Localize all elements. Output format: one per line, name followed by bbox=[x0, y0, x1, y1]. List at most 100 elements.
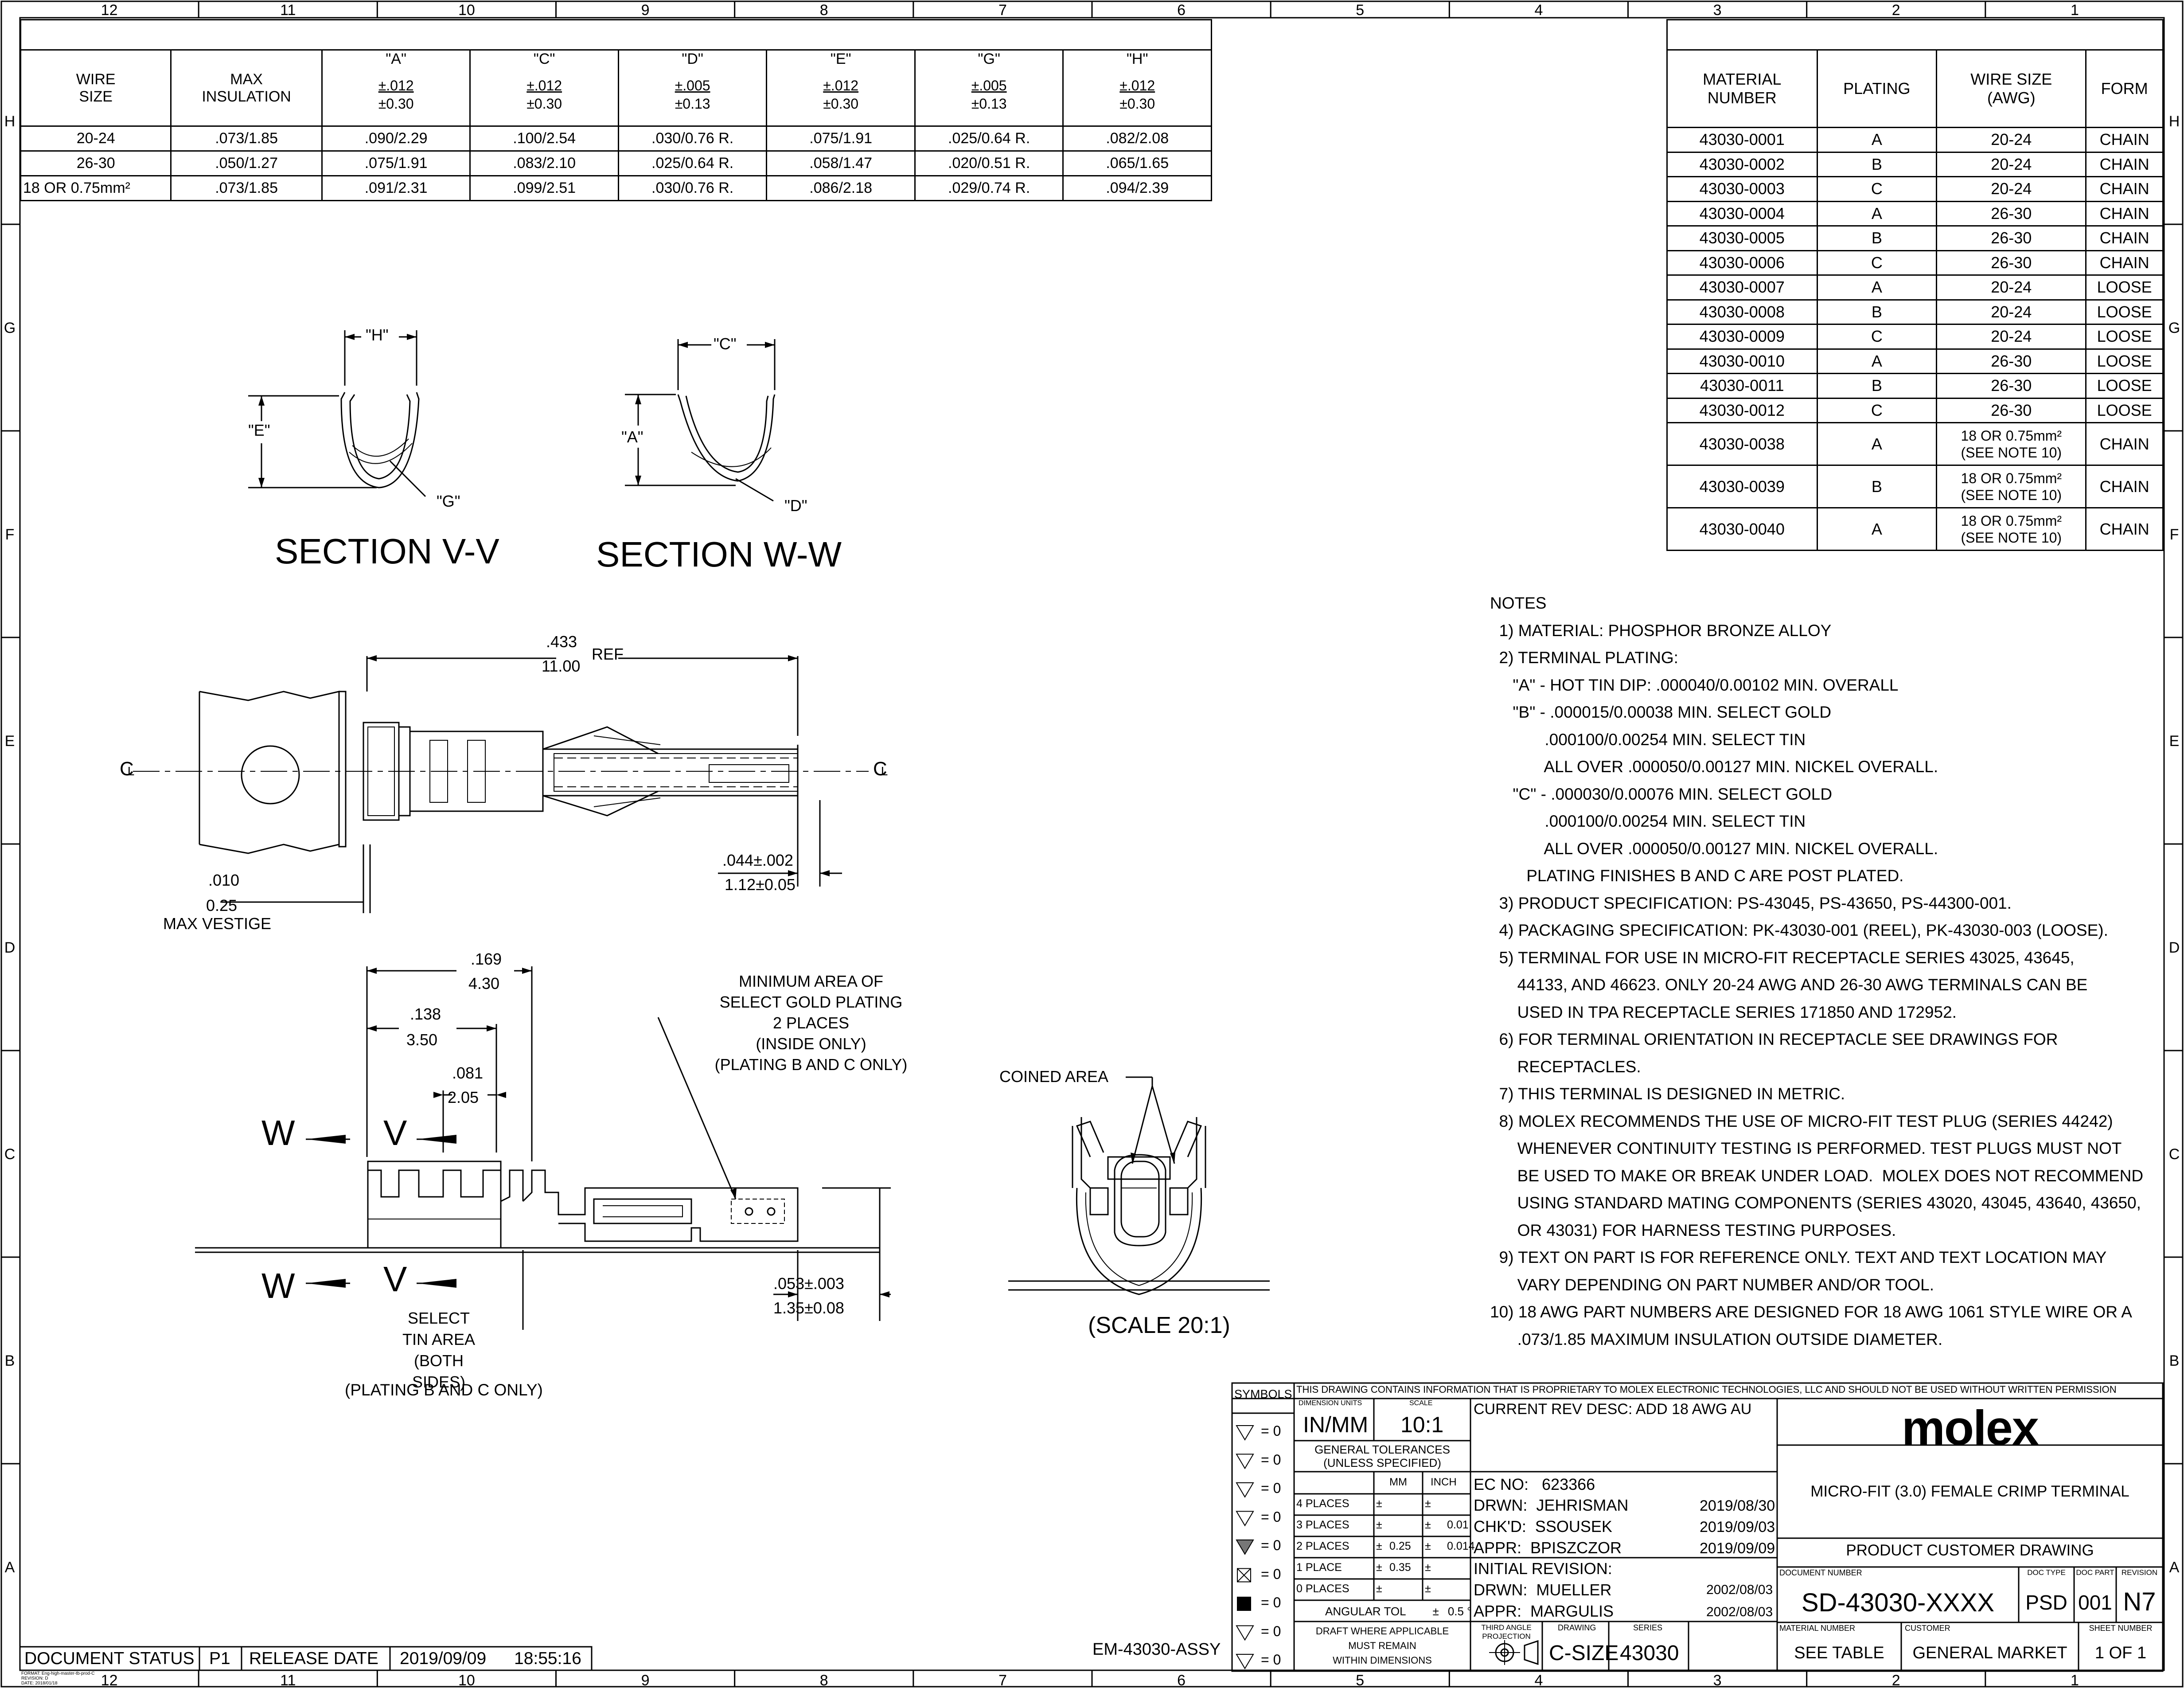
part-table-cell: 43030-0040 bbox=[1666, 507, 1818, 551]
part-table-cell: 26-30 bbox=[1936, 200, 2087, 227]
section-ww-drawing bbox=[625, 339, 776, 502]
part-table-cell: 43030-0001 bbox=[1666, 127, 1818, 153]
appr-date: 2019/09/09 bbox=[1700, 1540, 1775, 1557]
material-label: MATERIAL NUMBER bbox=[1779, 1624, 1856, 1633]
dim-430: 4.30 bbox=[468, 974, 500, 992]
border-row-label: H bbox=[4, 113, 16, 130]
centerline-right: CL bbox=[873, 758, 888, 780]
note-line: BE USED TO MAKE OR BREAK UNDER LOAD. MOL… bbox=[1490, 1166, 2144, 1185]
tolerance-symbol-icon bbox=[1236, 1540, 1254, 1555]
initial-appr-date: 2002/08/03 bbox=[1706, 1605, 1773, 1619]
symbol-value: = 0 bbox=[1261, 1537, 1281, 1553]
ec-no: EC NO: 623366 bbox=[1474, 1475, 1595, 1493]
part-table-cell: 43030-0006 bbox=[1666, 250, 1818, 276]
border-col-label: 8 bbox=[820, 1672, 828, 1688]
series: 43030 bbox=[1620, 1641, 1679, 1665]
part-table-cell: 26-30 bbox=[1936, 373, 2087, 399]
dim-044: .044±.002 bbox=[722, 851, 793, 869]
terminal-top-view bbox=[133, 656, 869, 913]
border-col-label: 3 bbox=[1713, 2, 1722, 19]
dim-units: IN/MM bbox=[1303, 1412, 1369, 1437]
border-col-label: 5 bbox=[1356, 2, 1364, 19]
inch-header: INCH bbox=[1431, 1476, 1457, 1488]
border-row-label: A bbox=[2169, 1559, 2180, 1576]
part-table-cell: B bbox=[1816, 225, 1938, 251]
sheet-label: SHEET NUMBER bbox=[2089, 1624, 2153, 1633]
tolerance-cell: ± bbox=[1425, 1582, 1431, 1595]
part-table-cell: CHAIN bbox=[2085, 127, 2164, 153]
note-line: 5) TERMINAL FOR USE IN MICRO-FIT RECEPTA… bbox=[1490, 948, 2075, 967]
border-col-label: 6 bbox=[1177, 1672, 1186, 1688]
dim-053: .053±.003 bbox=[773, 1274, 844, 1293]
plating-bc-note: (PLATING B AND C ONLY) bbox=[345, 1381, 543, 1399]
title-block-lines bbox=[19, 1382, 2164, 1672]
part-table-cell: 43030-0005 bbox=[1666, 225, 1818, 251]
symbol-value: = 0 bbox=[1261, 1480, 1281, 1496]
part-table-cell: 43030-0003 bbox=[1666, 176, 1818, 202]
dim-table-cell: .073/1.85 bbox=[170, 125, 323, 152]
dim-table-cell: .058/1.47 bbox=[766, 150, 916, 176]
border-col-label: 5 bbox=[1356, 1672, 1364, 1688]
symbol-value: = 0 bbox=[1261, 1623, 1281, 1639]
note-line: PLATING FINISHES B AND C ARE POST PLATED… bbox=[1490, 867, 1904, 885]
part-table-cell: A bbox=[1816, 348, 1938, 374]
symbol-value: = 0 bbox=[1261, 1508, 1281, 1525]
symbol-value: = 0 bbox=[1261, 1451, 1281, 1468]
doc-kind: PRODUCT CUSTOMER DRAWING bbox=[1846, 1542, 2094, 1559]
symbol-value: = 0 bbox=[1261, 1652, 1281, 1668]
part-table-cell: A bbox=[1816, 422, 1938, 466]
dim-table-cell: .025/0.64 R. bbox=[914, 125, 1064, 152]
label-e: "E" bbox=[248, 421, 270, 439]
doc-num: SD-43030-XXXX bbox=[1801, 1588, 1995, 1617]
label-a: "A" bbox=[621, 428, 644, 446]
part-table-cell: 43030-0007 bbox=[1666, 274, 1818, 301]
tolerance-cell: 2 PLACES bbox=[1296, 1540, 1349, 1552]
revision: N7 bbox=[2123, 1587, 2156, 1616]
dim-table-cell: .029/0.74 R. bbox=[914, 175, 1064, 201]
tolerance-cell: ± bbox=[1376, 1519, 1382, 1531]
coined-scale-label: (SCALE 20:1) bbox=[1088, 1313, 1230, 1338]
border-row-label: D bbox=[4, 939, 16, 956]
border-row-label: B bbox=[5, 1352, 15, 1369]
tolerance-cell: 0.25 bbox=[1389, 1540, 1411, 1552]
part-table-cell: CHAIN bbox=[2085, 422, 2164, 466]
series-label: SERIES bbox=[1633, 1623, 1663, 1632]
tolerance-symbol-icon bbox=[1236, 1425, 1254, 1441]
part-table-header: FORM bbox=[2085, 49, 2164, 128]
part-table-cell: 43030-0038 bbox=[1666, 422, 1818, 466]
border-col-label: 12 bbox=[101, 1672, 118, 1688]
dim-ref: REF bbox=[592, 645, 624, 663]
tolerance-symbol-icon bbox=[1236, 1482, 1254, 1498]
terminal-side-view bbox=[195, 966, 891, 1330]
tolerance-cell: 0.014 bbox=[1447, 1540, 1475, 1552]
part-table-cell: B bbox=[1816, 299, 1938, 325]
drawing-size-label: DRAWING bbox=[1558, 1623, 1596, 1632]
symbol-value: = 0 bbox=[1261, 1566, 1281, 1582]
label-d: "D" bbox=[784, 496, 807, 515]
border-col-label: 10 bbox=[458, 2, 475, 19]
part-table-cell: 20-24 bbox=[1936, 274, 2087, 301]
note-line: 9) TEXT ON PART IS FOR REFERENCE ONLY. T… bbox=[1490, 1248, 2107, 1266]
part-table-cell: B bbox=[1816, 465, 1938, 508]
dim-table-header: "G"±.005±0.13 bbox=[914, 49, 1064, 127]
dim-025: 0.25 bbox=[206, 896, 238, 914]
drwn: DRWN: JEHRISMAN bbox=[1474, 1496, 1629, 1514]
border-row-label: C bbox=[4, 1146, 16, 1163]
part-table-cell: 43030-0010 bbox=[1666, 348, 1818, 374]
note-line: WHENEVER CONTINUITY TESTING IS PERFORMED… bbox=[1490, 1139, 2122, 1157]
dim-table-cell: .075/1.91 bbox=[766, 125, 916, 152]
general-tolerances: GENERAL TOLERANCES(UNLESS SPECIFIED) bbox=[1314, 1443, 1450, 1469]
dim-table-header: "D"±.005±0.13 bbox=[617, 49, 768, 127]
note-line: .000100/0.00254 MIN. SELECT TIN bbox=[1490, 730, 1806, 749]
initial-appr: APPR: MARGULIS bbox=[1474, 1602, 1614, 1620]
part-table-cell: A bbox=[1816, 127, 1938, 153]
section-vv-title: SECTION V-V bbox=[275, 531, 499, 571]
dim-205: 2.05 bbox=[448, 1088, 479, 1106]
